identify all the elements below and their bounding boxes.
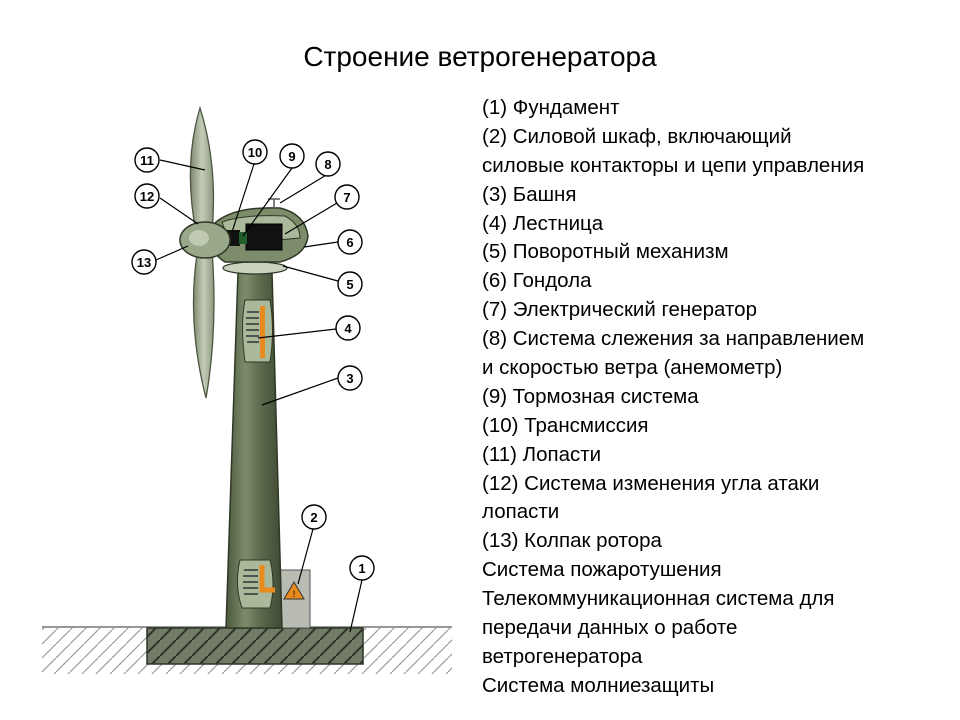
- legend-line: силовые контакторы и цепи управления: [482, 153, 865, 177]
- ladder-lower: [243, 565, 275, 595]
- svg-text:4: 4: [344, 321, 352, 336]
- callout-10: 10: [242, 139, 268, 165]
- callout-3: 3: [337, 365, 363, 391]
- callout-7: 7: [334, 184, 360, 210]
- svg-text:2: 2: [310, 510, 317, 525]
- svg-text:7: 7: [343, 190, 350, 205]
- legend-line: (9) Тормозная система: [482, 384, 699, 408]
- svg-text:13: 13: [137, 255, 151, 270]
- callout-9: 9: [279, 143, 305, 169]
- svg-text:3: 3: [346, 371, 353, 386]
- generator: [245, 223, 283, 251]
- brake: [239, 232, 247, 244]
- svg-text:6: 6: [346, 235, 353, 250]
- legend-line: (12) Система изменения угла атаки: [482, 471, 820, 495]
- legend-line: (1) Фундамент: [482, 96, 620, 119]
- legend-line: (5) Поворотный механизм: [482, 240, 729, 264]
- svg-text:11: 11: [140, 153, 154, 168]
- foundation: [146, 627, 364, 665]
- svg-text:9: 9: [288, 149, 295, 164]
- svg-text:1: 1: [358, 561, 365, 576]
- power-cabinet: !: [278, 569, 311, 629]
- callout-11: 11: [134, 147, 160, 173]
- warning-icon: [283, 581, 305, 600]
- diagram-title: Строение ветрогенератора: [303, 41, 657, 72]
- callout-5: 5: [337, 271, 363, 297]
- legend-line: (6) Гондола: [482, 269, 592, 293]
- callout-4: 4: [335, 315, 361, 341]
- legend-line: ветрогенератора: [482, 644, 643, 668]
- legend-line: (13) Колпак ротора: [482, 529, 662, 553]
- callout-12: 12: [134, 183, 160, 209]
- component-legend: (1) Фундамент (2) Силовой шкаф, включающ…: [482, 94, 952, 701]
- legend-line: (8) Система слежения за направлением: [482, 327, 865, 351]
- legend-line: Система молниезащиты: [482, 673, 715, 697]
- legend-line: (11) Лопасти: [482, 442, 602, 466]
- leader-lines: [155, 159, 363, 633]
- callout-8: 8: [315, 151, 341, 177]
- svg-text:10: 10: [248, 145, 262, 160]
- callout-1: 1: [349, 555, 375, 581]
- legend-line: лопасти: [482, 500, 560, 524]
- legend-line: (4) Лестница: [482, 211, 604, 235]
- legend-line: передачи данных о работе: [482, 616, 738, 640]
- svg-text:12: 12: [140, 189, 154, 204]
- callout-6: 6: [337, 229, 363, 255]
- legend-line: и скоростью ветра (анемометр): [482, 356, 783, 380]
- svg-text:5: 5: [346, 277, 353, 292]
- svg-text:8: 8: [324, 157, 331, 172]
- callout-2: 2: [301, 504, 327, 530]
- legend-line: Система пожаротушения: [482, 558, 722, 582]
- callout-13: 13: [131, 249, 157, 275]
- rotor-blades: [189, 105, 215, 399]
- legend-line: (10) Трансмиссия: [482, 413, 649, 437]
- svg-text:!: !: [293, 589, 296, 599]
- legend-line: (7) Электрический генератор: [482, 298, 757, 322]
- legend-line: (2) Силовой шкаф, включающий: [482, 124, 792, 148]
- ladder-upper: [246, 306, 265, 358]
- legend-line: (3) Башня: [482, 182, 577, 206]
- legend-line: Телекоммуникационная система для: [482, 587, 835, 611]
- tower: [225, 271, 283, 629]
- yaw-mechanism: [222, 261, 288, 275]
